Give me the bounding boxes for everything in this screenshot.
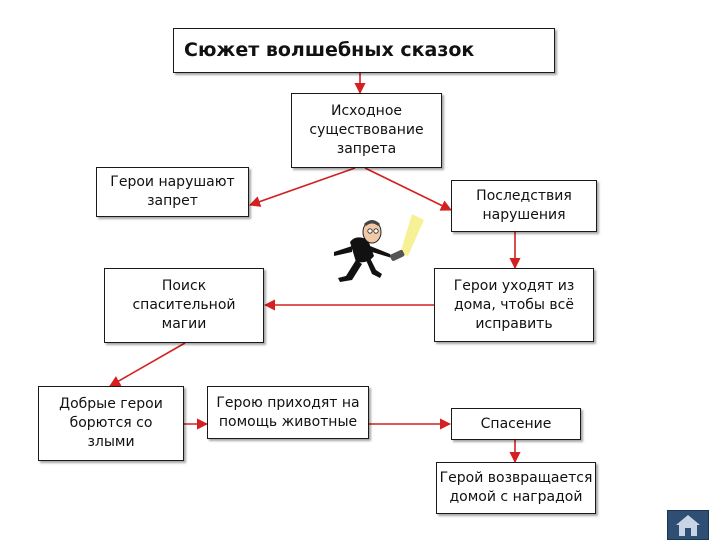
home-button[interactable] <box>667 510 709 540</box>
running-man-with-flashlight-icon <box>334 214 424 282</box>
arrow-initial-to-consequences <box>364 167 453 211</box>
node-search-magic: Поиск спасительной магии <box>104 268 264 343</box>
arrow-initial-to-violation <box>248 167 356 207</box>
node-heroes-leave-home: Герои уходят из дома, чтобы всё исправит… <box>434 268 594 342</box>
node-initial-prohibition: Исходное существование запрета <box>291 93 442 168</box>
node-animals-help: Герою приходят на помощь животные <box>207 386 369 439</box>
node-good-vs-evil: Добрые герои борются со злыми <box>38 386 184 461</box>
diagram-title: Сюжет волшебных сказок <box>173 28 555 73</box>
node-consequences: Последствия нарушения <box>451 180 597 232</box>
node-rescue: Спасение <box>451 408 581 440</box>
arrow-search-to-good <box>109 342 186 387</box>
node-heroes-violate: Герои нарушают запрет <box>96 167 249 217</box>
home-icon <box>676 515 700 536</box>
node-return-home: Герой возвращается домой с наградой <box>436 462 596 514</box>
